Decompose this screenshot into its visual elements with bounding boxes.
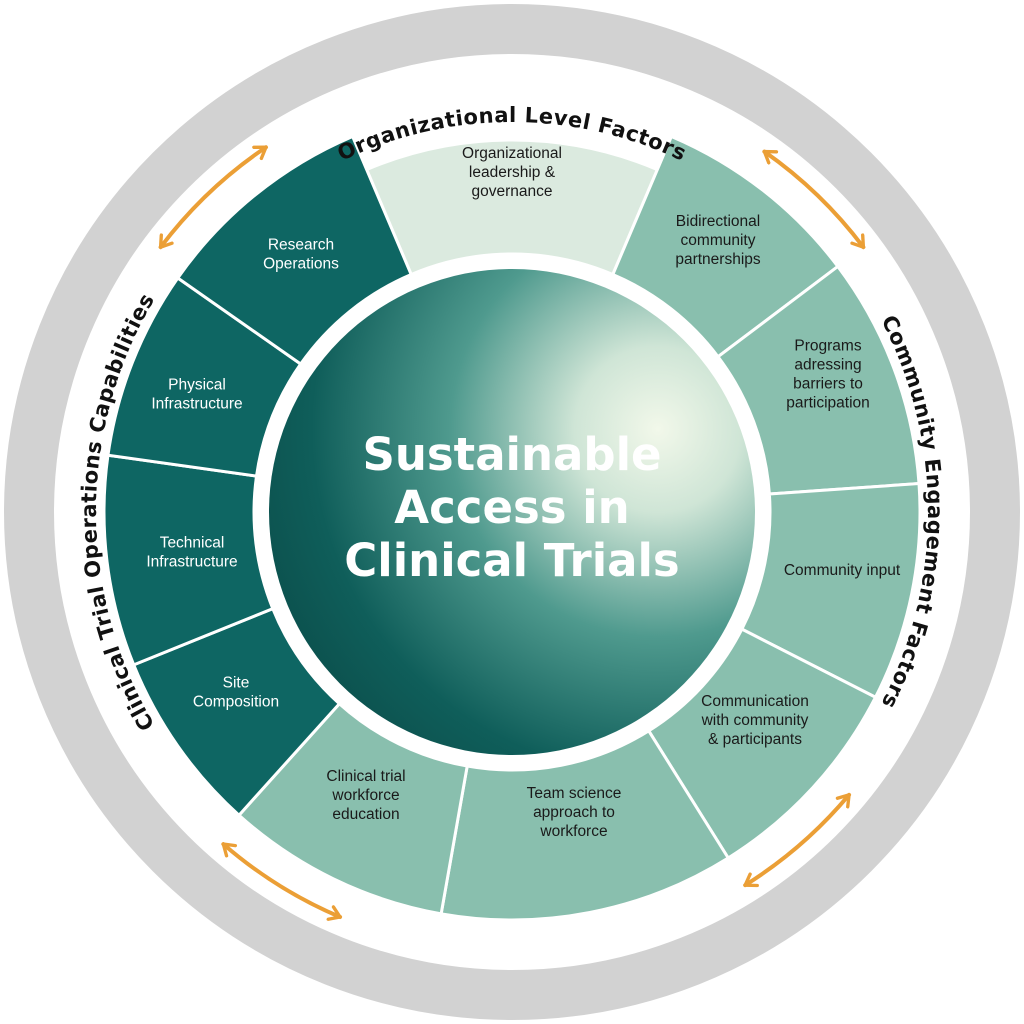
segment-label-line: Organizational	[462, 145, 562, 162]
segment-label-line: Site	[223, 675, 250, 692]
segment-ring: Organizational leadership & governanceBidi…	[102, 134, 922, 922]
segment-3: Community input	[739, 481, 922, 700]
segment-label-line: barriers to	[793, 376, 863, 393]
double-arrow-icon	[762, 149, 866, 250]
segment-label-line: Composition	[193, 694, 279, 711]
segment-label-line: participation	[786, 395, 870, 412]
segment-label-line: Communication	[701, 693, 809, 710]
segment-label-line: workforce	[539, 823, 607, 840]
center-title-line-3: Clinical Trials	[344, 534, 679, 587]
center-title-line-2: Access in	[394, 481, 629, 534]
center-circle	[269, 269, 755, 755]
double-arrow-icon	[743, 792, 852, 888]
segment-label-line: Physical	[168, 377, 226, 394]
segment-0: Organizational leadership & governance	[364, 138, 660, 277]
double-arrow-icon	[158, 145, 268, 250]
segment-label-line: approach to	[533, 804, 615, 821]
segment-5: Team science approach to workforce	[439, 728, 731, 922]
double-arrow-icon	[221, 842, 343, 921]
segment-2: Programs adressing barriers to participatio…	[715, 264, 921, 496]
segment-label-line: & participants	[708, 731, 802, 748]
segment-label-line: community	[681, 232, 756, 249]
segment-label-line: Team science	[527, 785, 622, 802]
segment-label-line: with community	[701, 712, 809, 729]
segment-label-line: Community input	[784, 562, 901, 579]
segment-label-line: Research	[268, 237, 334, 254]
center-title-line-1: Sustainable	[362, 428, 661, 481]
segment-label-line: Clinical trial	[326, 768, 405, 785]
segment-label-line: Infrastructure	[151, 396, 242, 413]
arrow-group	[158, 145, 866, 921]
segment-label-line: workforce	[331, 787, 399, 804]
segment-label-line: partnerships	[675, 251, 761, 268]
outer-gray-ring	[4, 4, 1020, 1020]
segment-label-line: Programs	[794, 338, 861, 355]
segment-label-line: Infrastructure	[146, 554, 237, 571]
segment-label-line: Operations	[263, 256, 339, 273]
segment-label-line: governance	[471, 183, 552, 200]
segment-label-line: education	[332, 806, 399, 823]
segment-label-line: adressing	[794, 357, 861, 374]
segment-label-line: Technical	[160, 535, 225, 552]
segment-label-line: Bidirectional	[676, 213, 760, 230]
segment-label-line: leadership &	[469, 164, 556, 181]
